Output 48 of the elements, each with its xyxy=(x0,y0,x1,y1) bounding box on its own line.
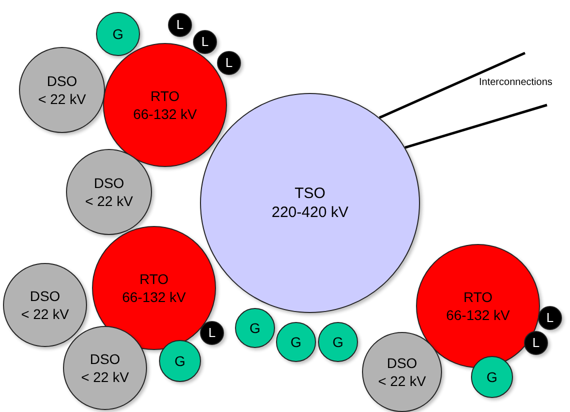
node-title: L xyxy=(208,324,216,342)
load-circle xyxy=(217,51,241,75)
generator-circle xyxy=(159,340,201,382)
generator-circle xyxy=(96,12,140,56)
node-title: G xyxy=(332,332,344,352)
node-title: DSO xyxy=(386,354,418,372)
node-title: L xyxy=(176,16,184,34)
load-circle xyxy=(538,306,562,330)
voltage-label: 66-132 kV xyxy=(133,105,197,124)
generator-circle xyxy=(235,308,275,348)
generator-circle xyxy=(318,322,358,362)
voltage-label: < 22 kV xyxy=(38,90,86,108)
dso-circle xyxy=(362,332,442,412)
node-title: G xyxy=(486,368,498,386)
node-title: L xyxy=(201,34,209,50)
load-circle xyxy=(200,321,224,345)
voltage-label: < 22 kV xyxy=(378,372,426,390)
node-title: G xyxy=(250,318,260,338)
load-circle xyxy=(193,30,217,54)
node-title: L xyxy=(532,334,540,352)
node-title: L xyxy=(225,54,233,72)
node-title: DSO xyxy=(94,174,124,192)
dso-circle xyxy=(19,47,105,133)
node-title: RTO xyxy=(139,270,169,288)
load-circle xyxy=(168,13,192,37)
node-title: DSO xyxy=(90,350,120,368)
voltage-label: 66-132 kV xyxy=(446,306,510,324)
interconnection-line xyxy=(378,52,526,119)
voltage-label: < 22 kV xyxy=(81,368,129,386)
node-title: G xyxy=(174,352,186,370)
load-circle xyxy=(524,331,548,355)
node-title: L xyxy=(546,310,554,326)
voltage-label: 66-132 kV xyxy=(122,288,186,306)
dso-circle xyxy=(63,326,147,410)
node-title: G xyxy=(112,24,124,44)
node-title: RTO xyxy=(150,86,180,105)
annotation-label: Interconnections xyxy=(479,77,552,88)
voltage-label: < 22 kV xyxy=(85,192,133,210)
voltage-label: 220-420 kV xyxy=(272,203,348,222)
generator-circle xyxy=(276,322,316,362)
node-title: G xyxy=(290,332,302,352)
node-title: RTO xyxy=(463,288,493,306)
voltage-label: < 22 kV xyxy=(21,305,69,324)
generator-circle xyxy=(471,356,513,398)
node-title: TSO xyxy=(294,184,326,203)
node-title: DSO xyxy=(46,72,78,90)
node-title: DSO xyxy=(30,286,60,305)
interconnection-line xyxy=(404,104,548,149)
